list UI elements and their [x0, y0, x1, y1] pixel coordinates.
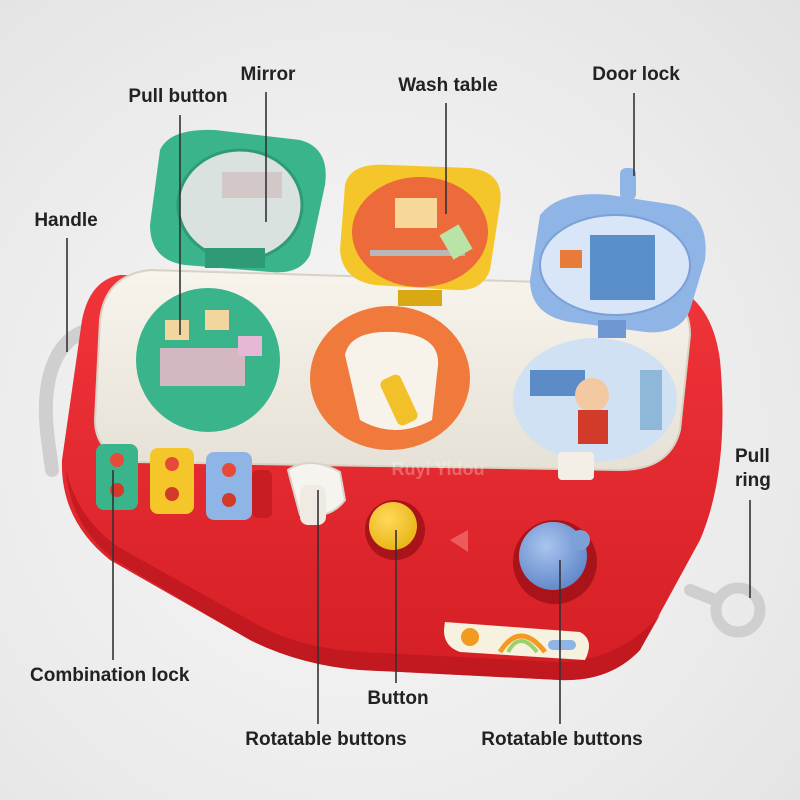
- label-mirror: Mirror: [240, 64, 296, 85]
- label-pull-ring: Pull ring: [735, 445, 771, 493]
- pull-ring-stem: [684, 584, 721, 606]
- triangle-mark: [450, 530, 468, 552]
- pull-ring: [710, 582, 766, 638]
- label-pull-ring-line1: Pull: [735, 446, 770, 467]
- label-button: Button: [367, 688, 429, 709]
- label-rotatable-buttons-right: Rotatable buttons: [481, 729, 643, 750]
- combination-lock[interactable]: [96, 444, 272, 520]
- handle-strap: [38, 323, 95, 477]
- leader-lines: [66, 92, 751, 724]
- label-pull-button: Pull button: [128, 86, 228, 107]
- mirror-lid[interactable]: [150, 129, 326, 273]
- label-combination-lock: Combination lock: [30, 665, 190, 686]
- yellow-button[interactable]: [365, 500, 425, 560]
- label-wash-table: Wash table: [398, 75, 498, 96]
- mirror-well: [136, 288, 280, 432]
- rainbow-panel: [444, 622, 589, 660]
- wash-table-well: [310, 306, 470, 450]
- rotatable-knob[interactable]: [513, 520, 597, 604]
- door-lock-well: [513, 338, 677, 480]
- pull-button[interactable]: [286, 462, 347, 525]
- label-pull-ring-line2: ring: [735, 469, 771, 491]
- toy-body-bottom-edge: [66, 470, 660, 681]
- label-door-lock: Door lock: [592, 64, 680, 85]
- door-lock-lid[interactable]: [530, 168, 706, 338]
- wash-table-lid[interactable]: [340, 164, 501, 306]
- label-rotatable-buttons-left: Rotatable buttons: [245, 729, 407, 750]
- label-handle: Handle: [34, 210, 98, 231]
- watermark: Ruyi Yidou: [391, 459, 484, 479]
